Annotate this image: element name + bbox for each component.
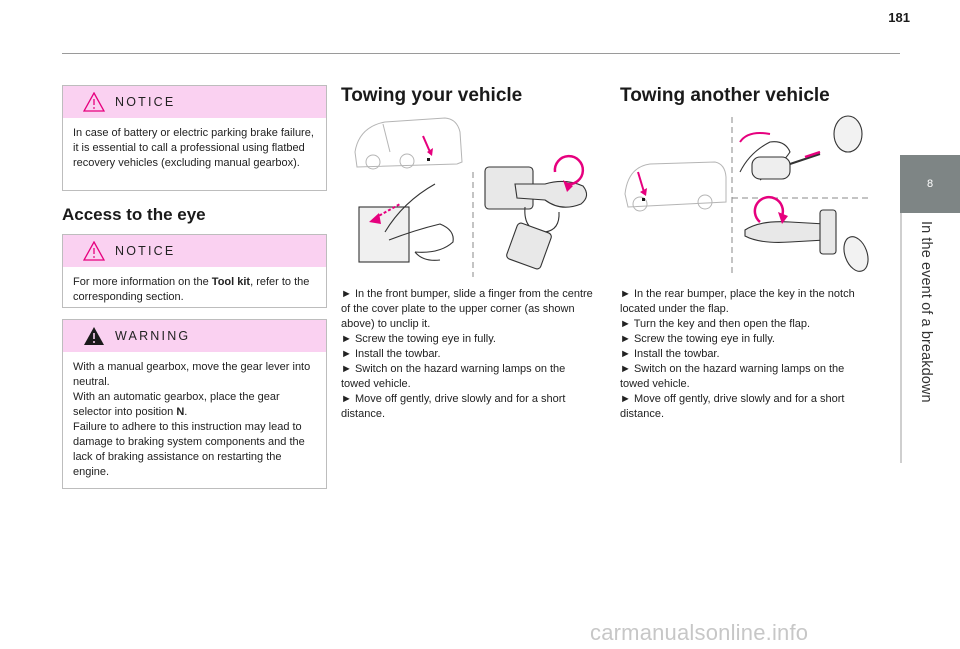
notice-header: NOTICE [63,235,326,267]
rear-van-sketch [624,161,727,212]
step-install-towbar: ► Install the towbar. [620,348,720,360]
warning-line-damage: Failure to adhere to this instruction ma… [73,421,305,478]
notice-box-battery: NOTICE In case of battery or electric pa… [62,85,327,191]
step-hazard-lamps: ► Switch on the hazard warning lamps on … [341,363,566,390]
warning-label: WARNING [115,329,191,343]
towing-eye-sketch [484,166,588,270]
rear-towing-eye-sketch [744,209,869,272]
tool-kit-link[interactable]: Tool kit [211,276,251,288]
tab-divider [900,213,902,463]
notice-header: NOTICE [63,86,326,118]
warning-line-automatic: With an automatic gearbox, place the gea… [73,390,316,420]
step-screw-eye: ► Screw the towing eye in fully. [341,333,496,345]
section-heading-towing-your: Towing your vehicle [341,85,523,106]
step-unclip-cover: ► In the front bumper, slide a finger fr… [341,288,593,330]
warning-box: WARNING With a manual gearbox, move the … [62,319,327,489]
towing-your-steps: ► In the front bumper, slide a finger fr… [341,287,594,422]
page-number: 181 [888,10,910,25]
step-install-towbar: ► Install the towbar. [341,348,441,360]
towing-another-steps: ► In the rear bumper, place the key in t… [620,287,873,422]
warning-line-manual: With a manual gearbox, move the gear lev… [73,361,311,388]
step-screw-eye: ► Screw the towing eye in fully. [620,333,775,345]
notice-text-start: For more information on the [73,276,212,288]
header-divider [62,53,900,54]
front-van-sketch [354,117,463,170]
warning-triangle-icon [84,327,104,345]
towing-another-vehicle-illustration [620,112,870,280]
watermark: carmanualsonline.info [590,620,809,645]
notice-text: In case of battery or electric parking b… [73,127,314,169]
warning-line-automatic-text: With an automatic gearbox, place the gea… [73,391,280,418]
step-move-off: ► Move off gently, drive slowly and for … [341,393,566,420]
chapter-number-tab[interactable]: 8 [900,155,960,213]
chapter-title: In the event of a breakdown [918,221,934,403]
step-move-off: ► Move off gently, drive slowly and for … [620,393,845,420]
notice-box-toolkit: NOTICE For more information on the Tool … [62,234,327,308]
warning-text: With a manual gearbox, move the gear lev… [63,352,326,488]
caution-triangle-icon [83,241,105,261]
gear-position-n: N [176,406,185,418]
finger-unclip-sketch [358,183,454,263]
step-hazard-lamps: ► Switch on the hazard warning lamps on … [620,363,845,390]
key-hand-sketch [739,115,863,181]
section-heading-access: Access to the eye [62,205,206,224]
notice-label: NOTICE [115,244,176,258]
towing-your-vehicle-illustration [345,112,600,280]
warning-header: WARNING [63,320,326,352]
notice-label: NOTICE [115,95,176,109]
section-heading-towing-another: Towing another vehicle [620,85,830,106]
step-open-flap: ► Turn the key and then open the flap. [620,318,811,330]
caution-triangle-icon [83,92,105,112]
warning-line-automatic-end: . [184,406,188,418]
step-place-key: ► In the rear bumper, place the key in t… [620,288,855,315]
notice-text: For more information on the Tool kit, re… [63,267,326,313]
notice-text-end: , refer to the corresponding section. [73,276,310,303]
chapter-side-tab: In the event of a breakdown [900,213,960,463]
